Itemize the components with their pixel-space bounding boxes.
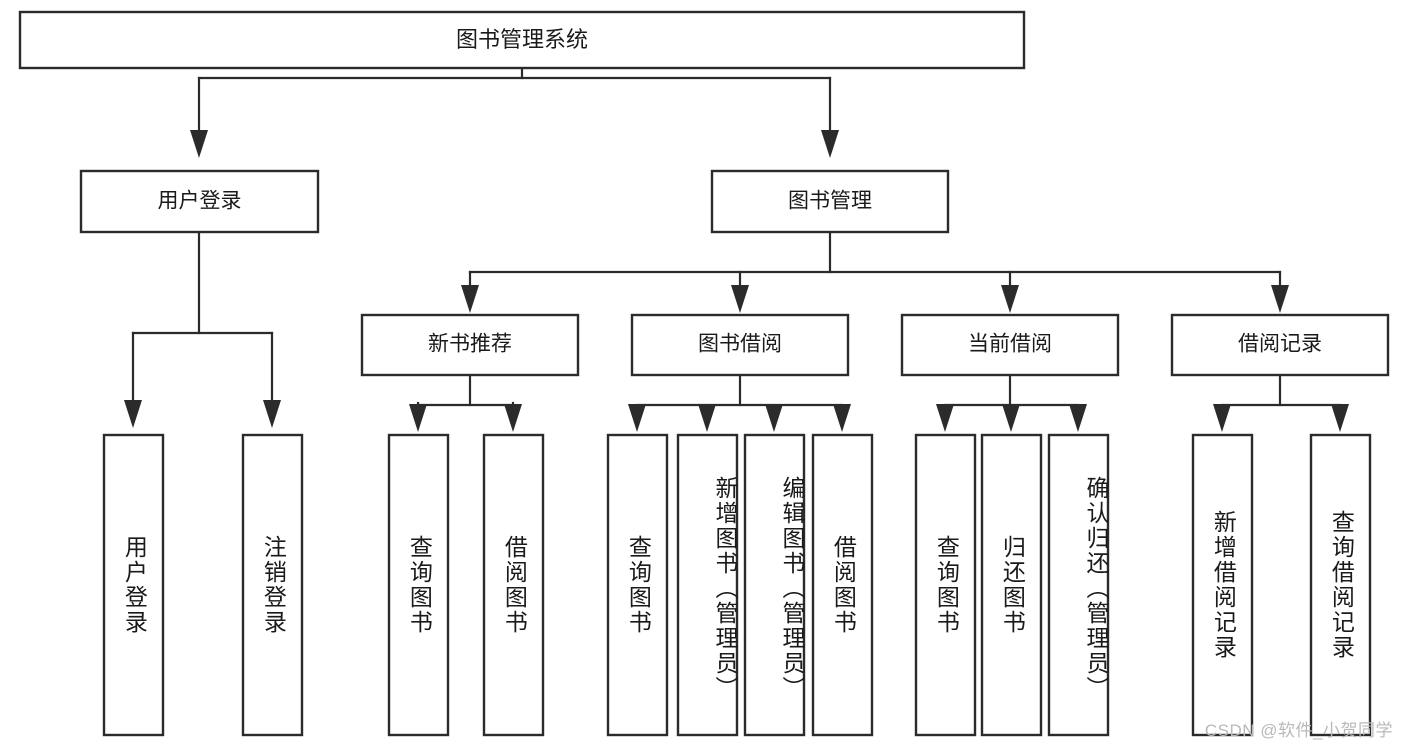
node-borrow-record-box[interactable] <box>1170 313 1390 377</box>
node-current-borrow-label: 当前借阅 <box>968 333 1052 356</box>
connector-group-user-login <box>124 230 281 428</box>
arrow-to-borrow-record <box>1271 285 1289 313</box>
arrow-leaf-borrow-record-2 <box>1331 404 1349 432</box>
arrow-leaf-user-login-1 <box>124 400 142 428</box>
node-new-book-label: 新书推荐 <box>428 333 512 356</box>
arrow-leaf-new-book-1 <box>409 404 427 432</box>
arrow-to-user-login <box>190 130 208 158</box>
connector-group-borrow-record <box>1213 373 1349 432</box>
leaf-box-book-borrow-4[interactable] <box>811 433 874 737</box>
node-borrow-record-label: 借阅记录 <box>1238 333 1322 356</box>
node-root-label: 图书管理系统 <box>456 27 588 52</box>
leaf-box-book-borrow-1[interactable] <box>606 433 669 737</box>
node-new-book-box[interactable] <box>360 313 580 377</box>
leaf-box-user-login-1[interactable] <box>102 433 165 737</box>
arrow-leaf-book-borrow-3 <box>765 404 783 432</box>
node-current-borrow-box[interactable] <box>900 313 1120 377</box>
arrow-to-current-borrow <box>1001 285 1019 313</box>
node-book-borrow-box[interactable] <box>630 313 850 377</box>
node-book-mgmt-label: 图书管理 <box>788 190 872 213</box>
leaf-box-current-borrow-1[interactable] <box>914 433 977 737</box>
leaf-box-user-login-2[interactable] <box>241 433 304 737</box>
leaf-box-new-book-2[interactable] <box>482 433 545 737</box>
arrow-leaf-user-login-2 <box>263 400 281 428</box>
arrow-leaf-borrow-record-1 <box>1213 404 1231 432</box>
leaf-box-book-borrow-2[interactable] <box>676 433 739 737</box>
arrow-to-book-mgmt <box>821 130 839 158</box>
node-book-mgmt-box[interactable] <box>710 169 950 234</box>
arrow-leaf-book-borrow-1 <box>628 404 646 432</box>
arrow-to-book-borrow <box>731 285 749 313</box>
connector-group-book-mgmt <box>461 230 1289 313</box>
arrow-leaf-current-borrow-2 <box>1002 404 1020 432</box>
arrow-leaf-book-borrow-2 <box>698 404 716 432</box>
leaf-box-borrow-record-2[interactable] <box>1309 433 1372 737</box>
node-book-borrow-label: 图书借阅 <box>698 333 782 356</box>
node-user-login-label: 用户登录 <box>158 190 242 213</box>
arrow-leaf-current-borrow-3 <box>1069 404 1087 432</box>
arrow-leaf-book-borrow-4 <box>833 404 851 432</box>
connector-group-root <box>190 66 839 158</box>
arrow-leaf-new-book-2 <box>504 404 522 432</box>
node-user-login-box[interactable] <box>79 169 320 234</box>
arrow-to-new-book <box>461 285 479 313</box>
leaf-box-book-borrow-3[interactable] <box>743 433 806 737</box>
arrow-leaf-current-borrow-1 <box>936 404 954 432</box>
watermark-text: CSDN @软件_小贺同学 <box>1204 721 1393 740</box>
leaf-box-borrow-record-1[interactable] <box>1191 433 1254 737</box>
connector-group-current-borrow <box>936 373 1087 432</box>
leaf-box-current-borrow-2[interactable] <box>980 433 1043 737</box>
connector-group-book-borrow <box>628 373 851 432</box>
connector-group-new-book <box>409 373 522 432</box>
node-root-box[interactable] <box>18 10 1026 70</box>
leaf-box-current-borrow-3[interactable] <box>1047 433 1110 737</box>
leaf-box-new-book-1[interactable] <box>387 433 450 737</box>
